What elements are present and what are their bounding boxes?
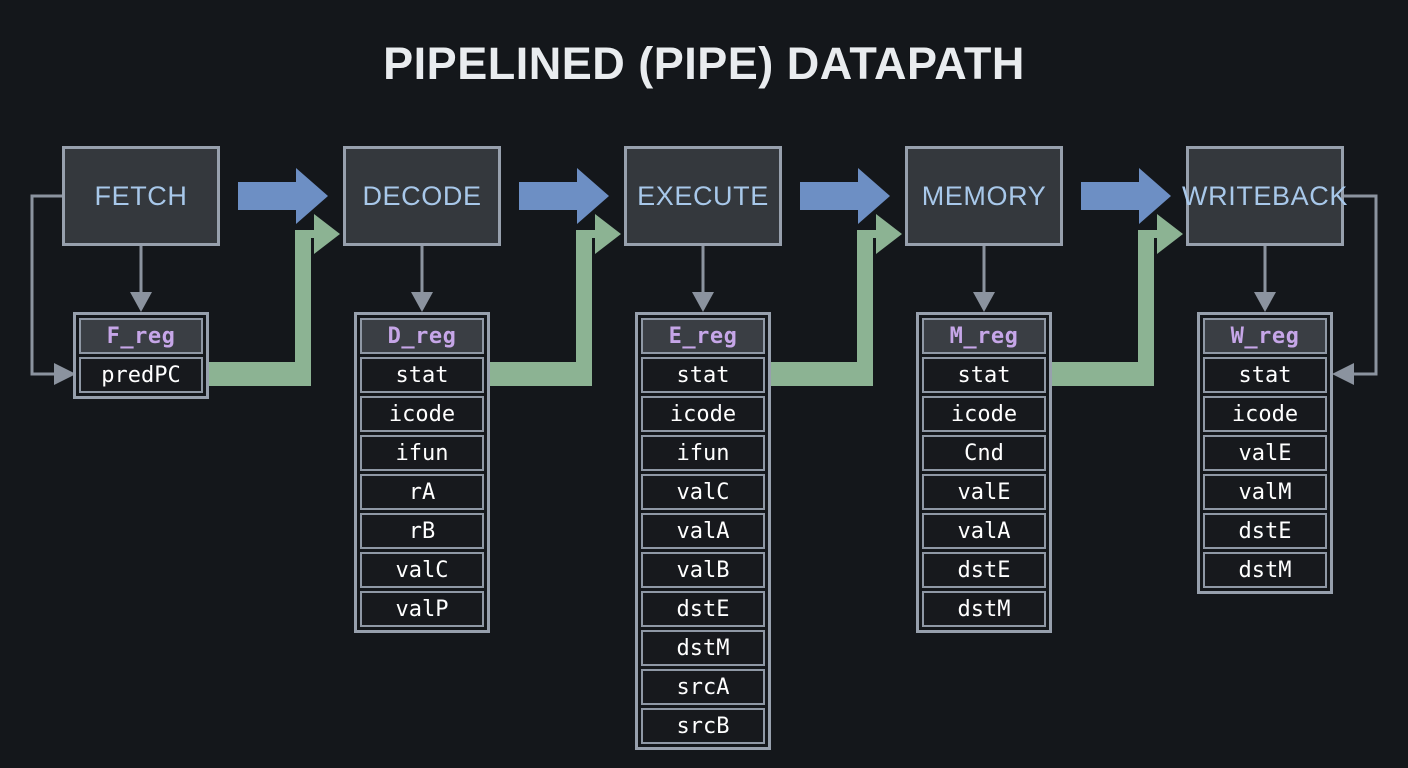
register-field-icode: icode <box>641 396 765 432</box>
stage-memory-label: MEMORY <box>921 180 1047 211</box>
register-field-valC: valC <box>360 552 484 588</box>
arrowhead-execute-to-ereg <box>692 292 714 312</box>
register-field-valE: valE <box>922 474 1046 510</box>
stage-fetch-label: FETCH <box>94 180 188 211</box>
register-field-icode: icode <box>922 396 1046 432</box>
register-field-icode: icode <box>1203 396 1327 432</box>
pipeline-register-w[interactable]: W_reg stat icode valE valM dstE dstM <box>1197 312 1333 594</box>
register-field-icode: icode <box>360 396 484 432</box>
stage-fetch[interactable]: FETCH <box>62 146 220 246</box>
arrow-fetch-to-decode <box>238 168 328 224</box>
register-field-valM: valM <box>1203 474 1327 510</box>
pipeline-register-f[interactable]: F_reg predPC <box>73 312 209 399</box>
arrowhead-memory-to-mreg <box>973 292 995 312</box>
feedback-fetch-to-freg-path <box>30 194 62 376</box>
register-field-stat: stat <box>360 357 484 393</box>
register-field-rB: rB <box>360 513 484 549</box>
register-field-dstM: dstM <box>641 630 765 666</box>
register-field-valA: valA <box>641 513 765 549</box>
arrow-decode-to-execute <box>519 168 609 224</box>
pipeline-register-e[interactable]: E_reg stat icode ifun valC valA valB dst… <box>635 312 771 750</box>
register-field-valE: valE <box>1203 435 1327 471</box>
register-header-f_reg: F_reg <box>79 318 203 354</box>
register-field-dstM: dstM <box>922 591 1046 627</box>
stage-writeback[interactable]: WRITEBACK <box>1182 146 1347 246</box>
arrowhead-feedback-to-wreg <box>1332 363 1354 385</box>
register-field-ifun: ifun <box>360 435 484 471</box>
arrow-dreg-to-execute <box>490 214 621 386</box>
register-field-stat: stat <box>1203 357 1327 393</box>
arrow-ereg-to-memory <box>771 214 902 386</box>
register-header-d_reg: D_reg <box>360 318 484 354</box>
register-field-srcA: srcA <box>641 669 765 705</box>
arrowhead-fetch-to-freg <box>130 292 152 312</box>
stage-to-register-arrowheads <box>130 292 1276 312</box>
stage-to-register-connectors <box>139 246 1267 296</box>
register-field-ifun: ifun <box>641 435 765 471</box>
arrow-execute-to-memory <box>800 168 890 224</box>
register-field-dstE: dstE <box>1203 513 1327 549</box>
register-field-valA: valA <box>922 513 1046 549</box>
register-field-Cnd: Cnd <box>922 435 1046 471</box>
arrow-memory-to-writeback <box>1081 168 1171 224</box>
register-field-rA: rA <box>360 474 484 510</box>
arrow-freg-to-decode <box>209 214 340 386</box>
register-field-valC: valC <box>641 474 765 510</box>
register-field-predPC: predPC <box>79 357 203 393</box>
register-header-m_reg: M_reg <box>922 318 1046 354</box>
register-field-srcB: srcB <box>641 708 765 744</box>
pipeline-register-m[interactable]: M_reg stat icode Cnd valE valA dstE dstM <box>916 312 1052 633</box>
stage-memory[interactable]: MEMORY <box>905 146 1063 246</box>
register-header-e_reg: E_reg <box>641 318 765 354</box>
arrowhead-writeback-to-wreg <box>1254 292 1276 312</box>
register-field-stat: stat <box>641 357 765 393</box>
register-field-dstE: dstE <box>922 552 1046 588</box>
stage-decode-label: DECODE <box>362 180 482 211</box>
arrowhead-decode-to-dreg <box>411 292 433 312</box>
page-title: PIPELINED (PIPE) DATAPATH <box>383 38 1025 89</box>
register-header-w_reg: W_reg <box>1203 318 1327 354</box>
register-field-valB: valB <box>641 552 765 588</box>
stage-execute[interactable]: EXECUTE <box>624 146 782 246</box>
register-field-stat: stat <box>922 357 1046 393</box>
stage-decode[interactable]: DECODE <box>343 146 501 246</box>
register-field-dstE: dstE <box>641 591 765 627</box>
stage-writeback-label: WRITEBACK <box>1182 180 1348 211</box>
feedback-writeback-to-wreg-path <box>1344 194 1378 376</box>
arrow-mreg-to-writeback <box>1052 214 1183 386</box>
stage-execute-label: EXECUTE <box>637 180 769 211</box>
pipeline-register-d[interactable]: D_reg stat icode ifun rA rB valC valP <box>354 312 490 633</box>
register-field-valP: valP <box>360 591 484 627</box>
register-field-dstM: dstM <box>1203 552 1327 588</box>
